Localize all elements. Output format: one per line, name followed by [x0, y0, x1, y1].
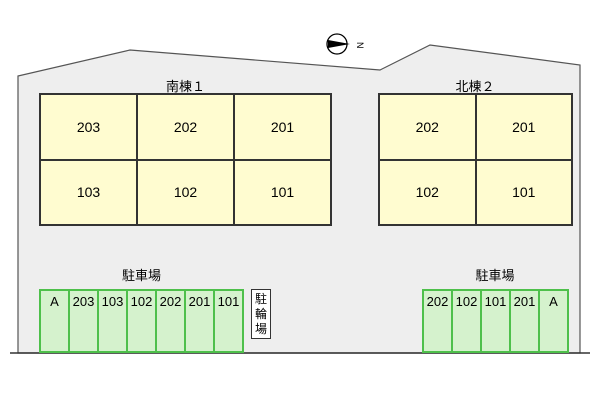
parking-space: 101: [214, 290, 243, 352]
parking-space: 102: [127, 290, 156, 352]
unit-cell: 103: [40, 159, 137, 225]
parking-space: 102: [452, 290, 481, 352]
parking-space: 103: [98, 290, 127, 352]
unit-cell: 202: [379, 94, 476, 160]
bicycle-parking-char: 輪: [254, 306, 267, 321]
compass-letter: N: [355, 42, 365, 49]
parking-space: 201: [185, 290, 214, 352]
unit-cell: 102: [137, 159, 234, 225]
parking-west: A 203 103 102 202 201 101: [39, 289, 244, 353]
unit-cell: 201: [234, 94, 331, 160]
parking-space: A: [539, 290, 568, 352]
building-north-name: 北棟２: [455, 79, 495, 94]
unit-cell: 101: [475, 159, 572, 225]
parking-space: 201: [510, 290, 539, 352]
unit-cell: 203: [40, 94, 137, 160]
bicycle-parking-char: 駐: [254, 291, 267, 306]
parking-east: 202 102 101 201 A: [422, 289, 569, 353]
parking-east-label: 駐車場: [475, 268, 515, 283]
building-north: 202 201 102 101: [378, 93, 573, 226]
north-arrow-icon: N: [326, 33, 365, 55]
building-south: 203 202 201 103 102 101: [39, 93, 332, 226]
building-south-name: 南棟１: [165, 79, 205, 94]
bicycle-parking: 駐 輪 場: [251, 289, 271, 339]
parking-space: 101: [481, 290, 510, 352]
parking-space: 202: [156, 290, 185, 352]
unit-cell: 202: [137, 94, 234, 160]
parking-space: 203: [69, 290, 98, 352]
parking-space: A: [40, 290, 69, 352]
compass: N: [326, 32, 366, 61]
bicycle-parking-char: 場: [254, 321, 267, 336]
unit-cell: 101: [234, 159, 331, 225]
parking-space: 202: [423, 290, 452, 352]
unit-cell: 201: [475, 94, 572, 160]
parking-west-label: 駐車場: [121, 268, 161, 283]
unit-cell: 102: [379, 159, 476, 225]
